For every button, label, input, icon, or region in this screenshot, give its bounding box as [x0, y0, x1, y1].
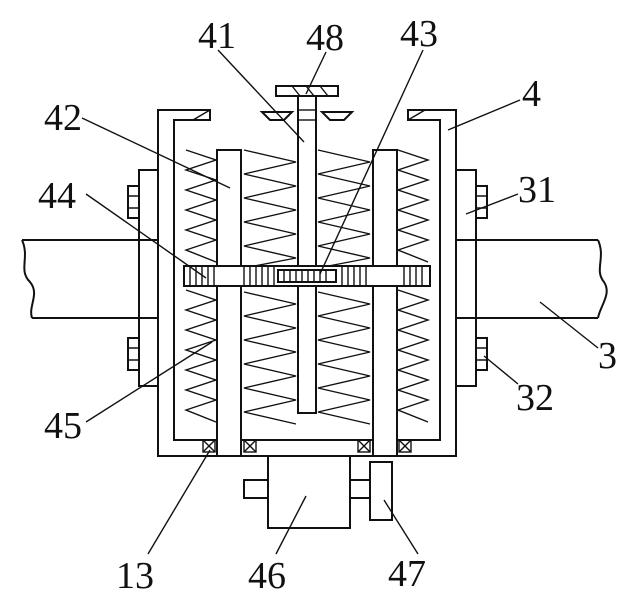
right-bracket [455, 169, 488, 387]
label-32: 32 [516, 377, 554, 419]
label-46: 46 [248, 555, 286, 597]
label-42: 42 [44, 97, 82, 139]
label-3: 3 [598, 335, 617, 377]
label-41: 41 [198, 15, 236, 57]
horizontal-beam [21, 239, 608, 319]
label-4: 4 [522, 73, 541, 115]
label-13: 13 [116, 555, 154, 597]
part-labels: 41 48 43 42 4 44 31 3 32 45 13 46 47 [38, 13, 617, 597]
label-44: 44 [38, 175, 76, 217]
label-48: 48 [306, 17, 344, 59]
springs [183, 149, 431, 425]
label-47: 47 [388, 553, 426, 595]
gear-rack [183, 265, 431, 287]
label-43: 43 [400, 13, 438, 55]
motor [243, 455, 393, 529]
label-45: 45 [44, 405, 82, 447]
label-31: 31 [518, 169, 556, 211]
housing [157, 109, 457, 457]
left-bracket [127, 169, 160, 387]
central-rod [297, 94, 317, 414]
leader-lines [81, 49, 599, 555]
vertical-shafts [216, 149, 398, 457]
